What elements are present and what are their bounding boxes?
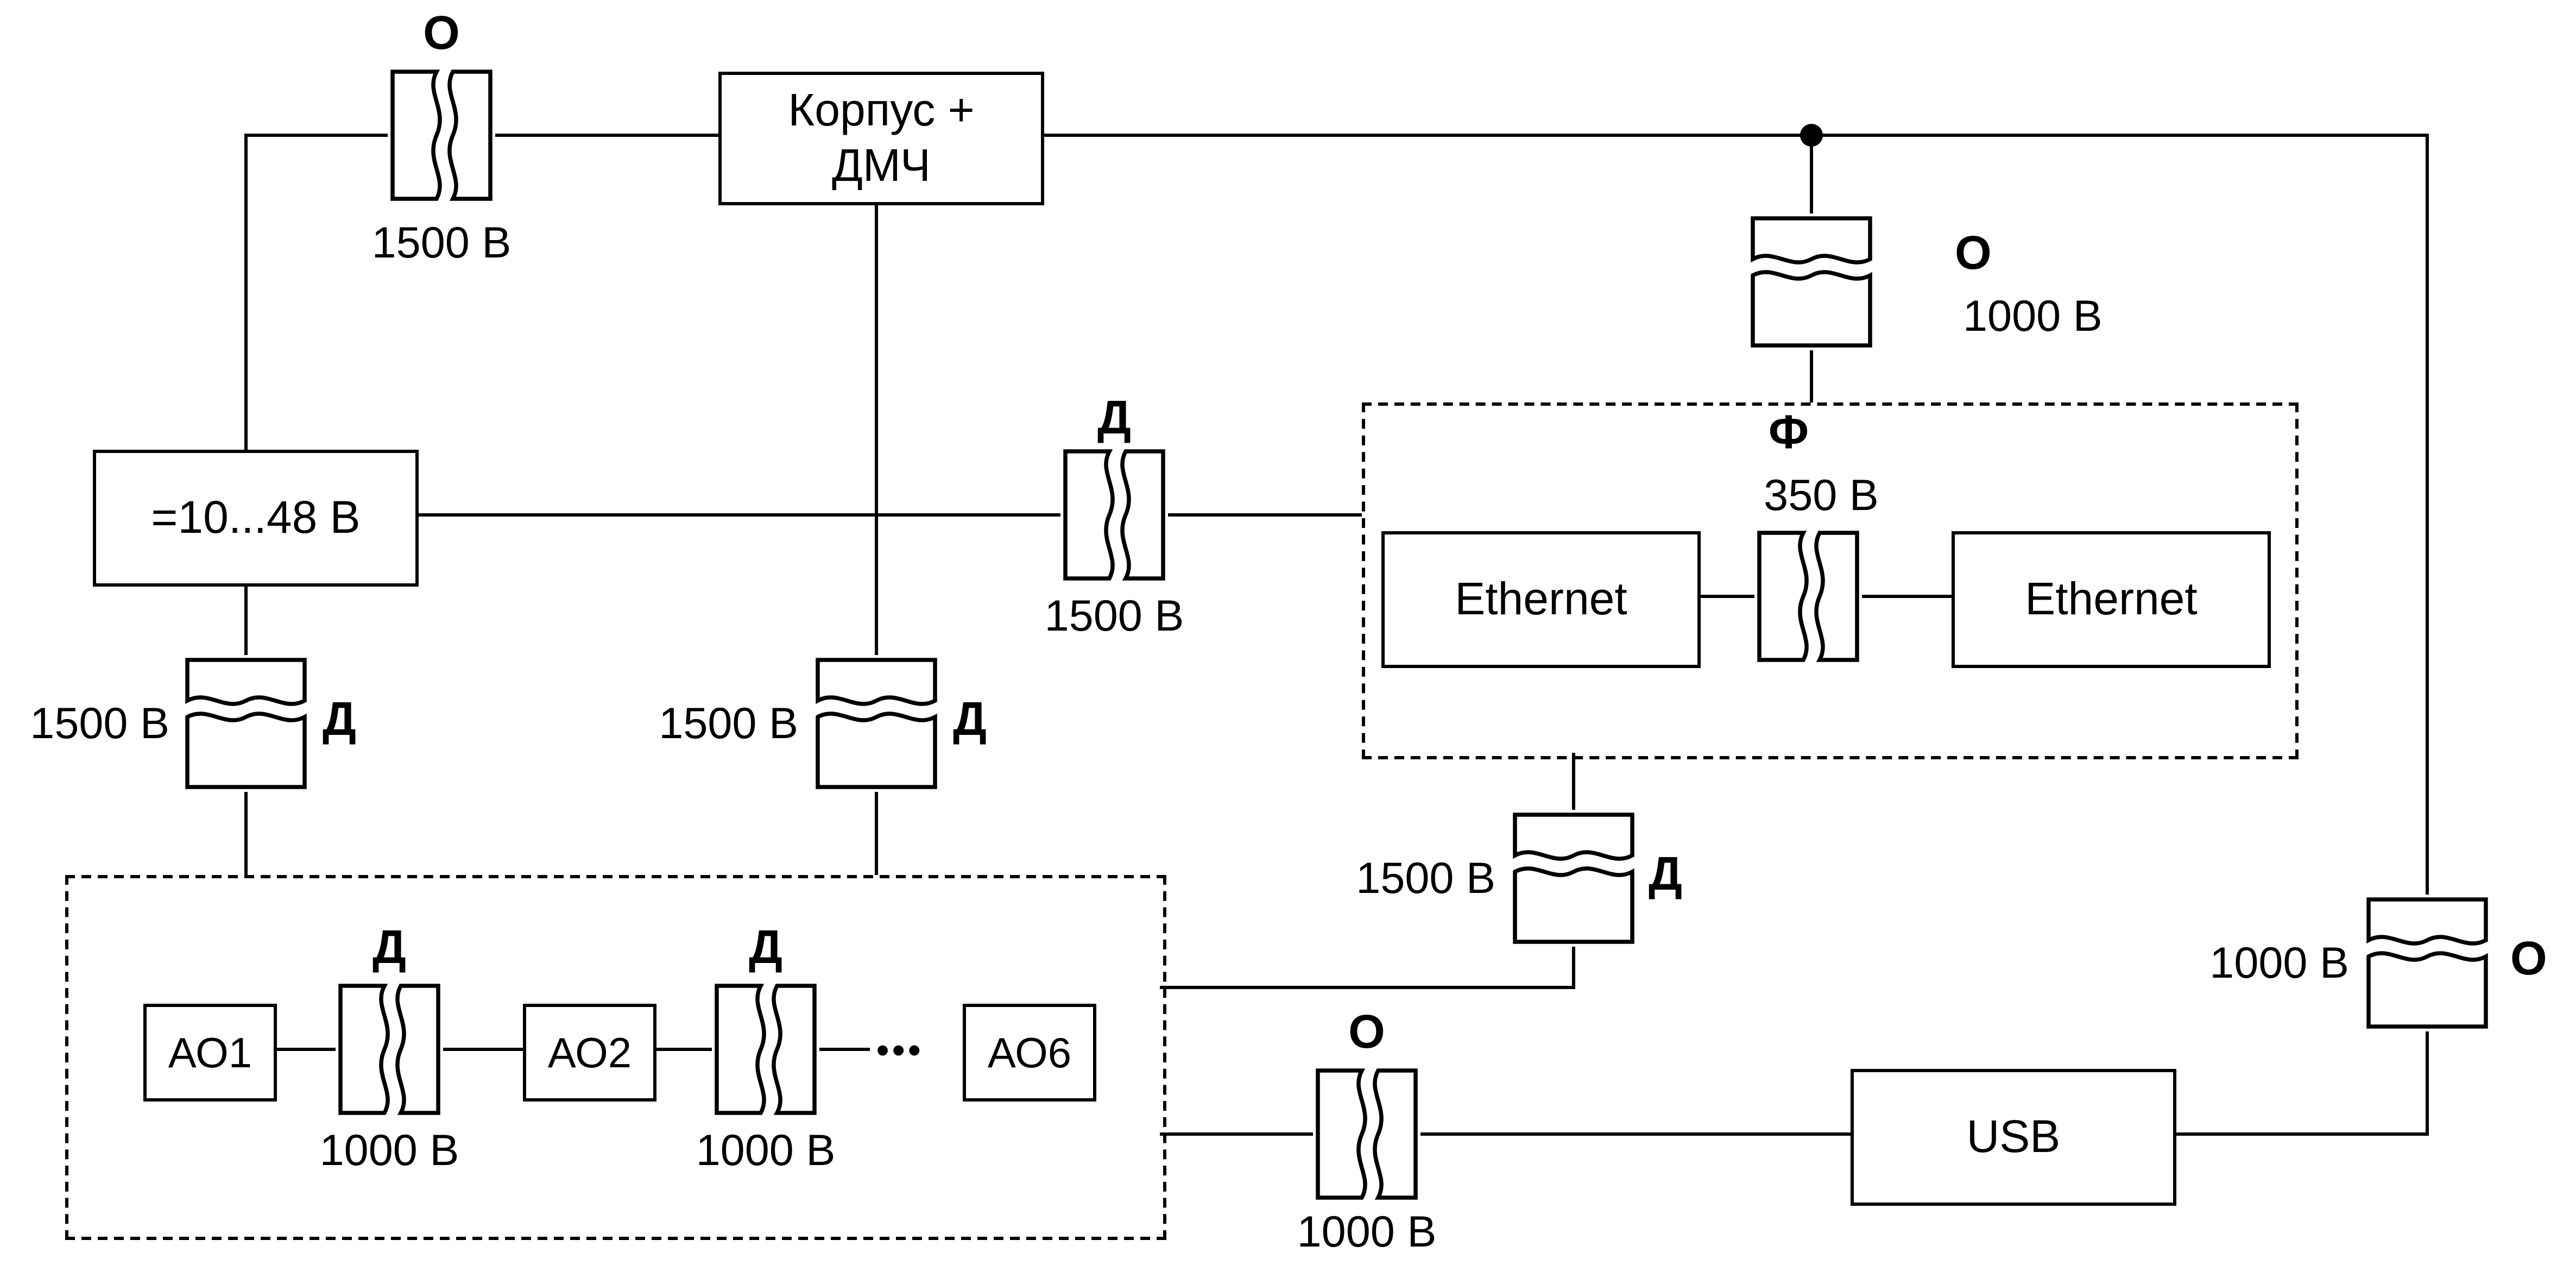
barrier-voltage-label: 1000 В xyxy=(319,1126,459,1175)
barrier-type-label: Д xyxy=(748,922,783,974)
wire xyxy=(1168,513,1362,517)
junction-dot xyxy=(1800,124,1823,147)
functional-isolation-label: Ф xyxy=(1768,407,1809,460)
isolation-barrier-icon xyxy=(813,655,940,792)
wire xyxy=(1160,1132,1313,1136)
korpus-dmch-label-line1: Корпус + xyxy=(788,85,975,135)
ellipsis-dots: ••• xyxy=(876,1030,924,1071)
ao2-label: АО2 xyxy=(547,1028,632,1077)
analog-outputs-group-box xyxy=(65,875,1166,1240)
barrier-voltage-label: 1500 В xyxy=(1044,591,1184,640)
ao6-block: АО6 xyxy=(963,1004,1096,1102)
barrier-type-label: Д xyxy=(1649,849,1683,901)
barrier-voltage-label: 1000 В xyxy=(1963,292,2103,341)
barrier-type-label: Д xyxy=(953,694,987,746)
wire xyxy=(412,513,1060,517)
wire xyxy=(495,134,718,137)
power-supply-block: =10...48 В xyxy=(93,450,419,587)
barrier-type-label: Д xyxy=(1097,393,1132,445)
barrier-voltage-label: 1500 В xyxy=(1356,854,1495,903)
wire xyxy=(244,580,248,655)
barrier-type-label: Д xyxy=(372,922,407,974)
korpus-dmch-label-line2: ДМЧ xyxy=(832,140,931,191)
isolation-barrier-icon xyxy=(388,67,495,204)
wire xyxy=(650,1048,712,1051)
barrier-type-label: О xyxy=(2510,934,2547,986)
isolation-barrier-icon xyxy=(1313,1066,1420,1203)
barrier-voltage-label: 1000 В xyxy=(2209,939,2349,987)
ao6-label: АО6 xyxy=(987,1028,1072,1077)
wire xyxy=(819,1048,870,1051)
korpus-dmch-block: Корпус + ДМЧ xyxy=(718,72,1044,205)
ethernet-group-box xyxy=(1362,402,2299,759)
barrier-type-label: О xyxy=(1348,1007,1385,1059)
barrier-type-label: Д xyxy=(323,694,357,746)
barrier-voltage-label: 1000 В xyxy=(1297,1207,1437,1256)
wire xyxy=(1038,134,2429,137)
isolation-barrier-icon xyxy=(2364,895,2491,1031)
wire xyxy=(244,134,248,450)
usb-block: USB xyxy=(1851,1069,2176,1206)
wire xyxy=(2170,1132,2429,1136)
power-supply-label: =10...48 В xyxy=(151,492,361,543)
wire xyxy=(1160,986,1575,989)
barrier-voltage-label: 1500 В xyxy=(371,218,512,267)
barrier-voltage-label: 1500 В xyxy=(659,699,798,748)
isolation-barrier-icon xyxy=(182,655,310,792)
wire xyxy=(1420,1132,1851,1136)
isolation-barrier-icon xyxy=(336,981,443,1118)
wire xyxy=(1862,595,1952,598)
usb-label: USB xyxy=(1966,1111,2061,1162)
ao2-block: АО2 xyxy=(523,1004,656,1102)
wire xyxy=(875,792,878,875)
isolation-barrier-icon xyxy=(1754,528,1862,665)
wire xyxy=(270,1048,336,1051)
wire xyxy=(443,1048,523,1051)
barrier-voltage-label: 350 В xyxy=(1764,471,1879,520)
ethernet-left-label: Ethernet xyxy=(1455,574,1627,624)
wire xyxy=(1694,595,1754,598)
isolation-barrier-icon xyxy=(1060,446,1168,583)
wire xyxy=(1810,137,1813,213)
ao1-label: АО1 xyxy=(168,1028,252,1077)
wire xyxy=(244,792,248,875)
isolation-barrier-icon xyxy=(712,981,819,1118)
barrier-voltage-label: 1500 В xyxy=(30,699,169,748)
wire xyxy=(2426,1031,2429,1136)
ethernet-right-block: Ethernet xyxy=(1952,531,2271,668)
isolation-barrier-icon xyxy=(1510,810,1637,947)
ao1-block: АО1 xyxy=(143,1004,277,1102)
wire xyxy=(246,134,388,137)
ethernet-right-label: Ethernet xyxy=(2025,574,2198,624)
wire xyxy=(1572,753,1575,810)
wire xyxy=(875,199,878,655)
barrier-type-label: О xyxy=(1955,228,1992,280)
isolation-barrier-icon xyxy=(1748,213,1875,350)
barrier-type-label: О xyxy=(423,8,460,60)
wire xyxy=(2426,134,2429,895)
ethernet-left-block: Ethernet xyxy=(1381,531,1701,668)
barrier-voltage-label: 1000 В xyxy=(696,1126,836,1175)
wire xyxy=(1572,947,1575,989)
wire xyxy=(1810,350,1813,402)
